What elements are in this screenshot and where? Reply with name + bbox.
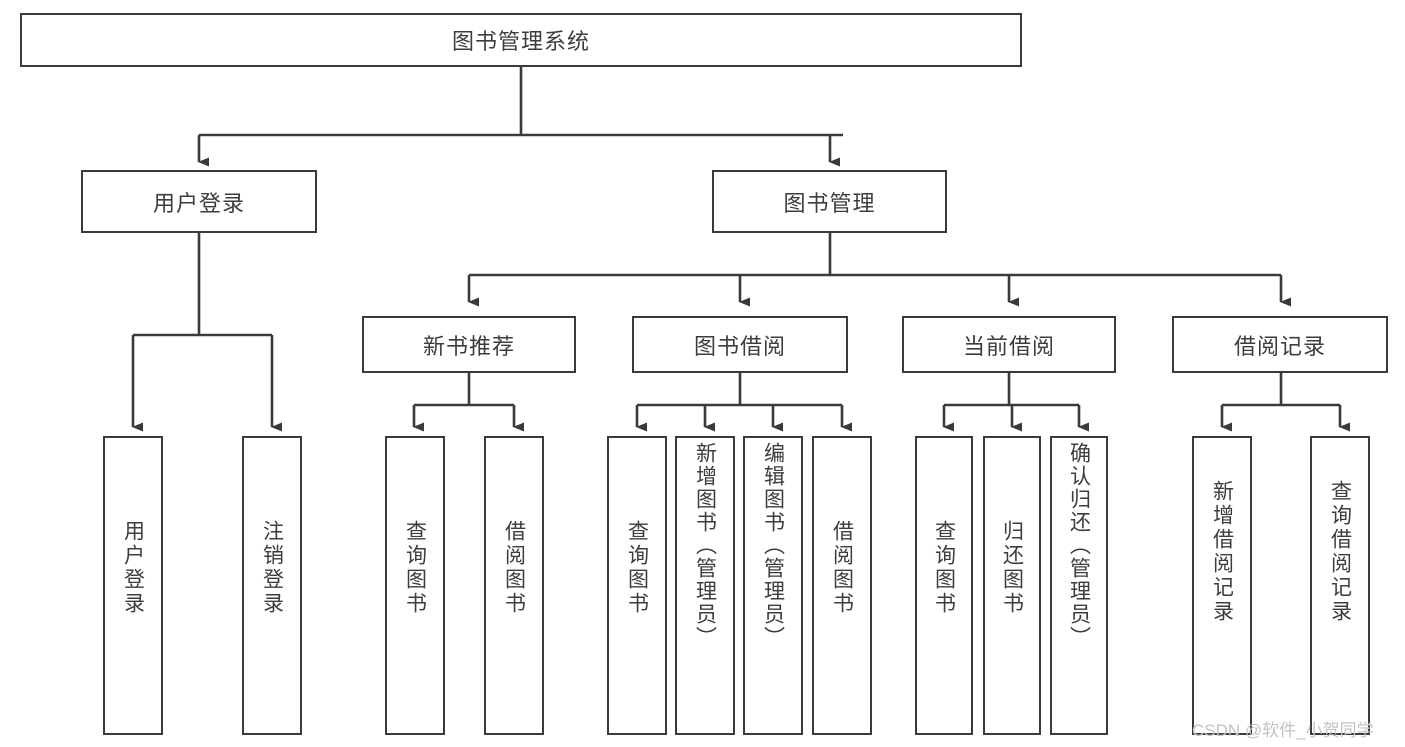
node-label: 新增借阅记录 (1210, 480, 1234, 624)
leaf-add-book-admin[interactable]: 新增图书（管理员） (675, 436, 735, 735)
node-label: 图书管理系统 (451, 29, 590, 54)
node-label: 归还图书 (1000, 520, 1024, 616)
leaf-query-book-recommend[interactable]: 查询图书 (385, 436, 445, 735)
leaf-add-borrow-record[interactable]: 新增借阅记录 (1192, 436, 1252, 735)
leaf-user-login[interactable]: 用户登录 (103, 436, 163, 735)
leaf-return-book[interactable]: 归还图书 (983, 436, 1041, 735)
node-label: 用户登录 (152, 190, 245, 216)
leaf-borrow-book-recommend[interactable]: 借阅图书 (484, 436, 544, 735)
node-label: 编辑图书（管理员） (761, 442, 785, 649)
leaf-query-borrow-record[interactable]: 查询借阅记录 (1310, 436, 1370, 735)
node-label: 查询图书 (625, 520, 649, 616)
node-root[interactable]: 图书管理系统 (20, 13, 1022, 67)
node-label: 借阅记录 (1233, 333, 1326, 359)
leaf-borrow-book[interactable]: 借阅图书 (812, 436, 872, 735)
leaf-query-book-current[interactable]: 查询图书 (915, 436, 973, 735)
csdn-watermark: CSDN @软件_小贺同学 (1192, 721, 1374, 740)
node-label: 查询借阅记录 (1328, 480, 1352, 624)
node-new-book-recommend[interactable]: 新书推荐 (362, 316, 576, 373)
node-book-management[interactable]: 图书管理 (712, 170, 947, 233)
node-borrow-record[interactable]: 借阅记录 (1172, 316, 1388, 373)
leaf-confirm-return-admin[interactable]: 确认归还（管理员） (1050, 436, 1108, 735)
node-label: 用户登录 (121, 520, 145, 616)
node-label: 确认归还（管理员） (1067, 442, 1091, 649)
node-label: 借阅图书 (502, 520, 526, 616)
leaf-logout[interactable]: 注销登录 (242, 436, 302, 735)
node-label: 借阅图书 (830, 520, 854, 616)
node-label: 图书借阅 (693, 333, 786, 359)
node-label: 图书管理 (783, 190, 876, 216)
node-book-borrow[interactable]: 图书借阅 (632, 316, 848, 373)
leaf-query-book-borrow[interactable]: 查询图书 (607, 436, 667, 735)
node-label: 新书推荐 (422, 333, 515, 359)
node-label: 新增图书（管理员） (693, 442, 717, 649)
node-label: 查询图书 (932, 520, 956, 616)
node-user-login[interactable]: 用户登录 (81, 170, 317, 233)
node-label: 注销登录 (260, 520, 284, 616)
node-label: 查询图书 (403, 520, 427, 616)
node-label: 当前借阅 (962, 333, 1055, 359)
leaf-edit-book-admin[interactable]: 编辑图书（管理员） (743, 436, 803, 735)
node-current-borrow[interactable]: 当前借阅 (902, 316, 1116, 373)
